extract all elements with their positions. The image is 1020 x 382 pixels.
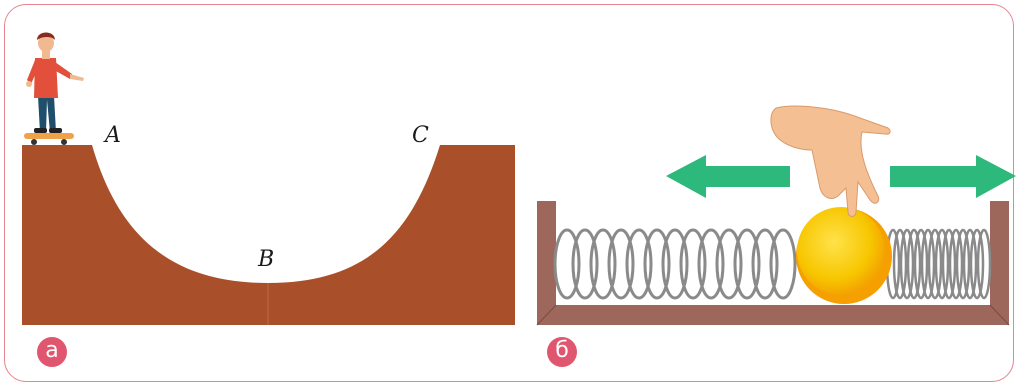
skater-figure xyxy=(26,33,84,134)
panel-b xyxy=(537,106,1016,325)
figure-canvas: A B C xyxy=(0,0,1020,372)
left-spring xyxy=(555,230,795,298)
panel-badge-a: а xyxy=(37,337,67,367)
right-spring xyxy=(887,230,990,298)
skateboard xyxy=(24,133,74,145)
arrow-left-icon xyxy=(666,155,790,198)
panel-a: A B C xyxy=(22,33,515,326)
point-label-a: A xyxy=(103,123,121,148)
point-label-c: C xyxy=(412,123,429,148)
hand-icon xyxy=(771,106,890,216)
arrow-right-icon xyxy=(890,155,1016,198)
ball xyxy=(796,207,892,304)
point-label-b: B xyxy=(257,247,274,272)
panel-badge-b: б xyxy=(547,337,577,367)
